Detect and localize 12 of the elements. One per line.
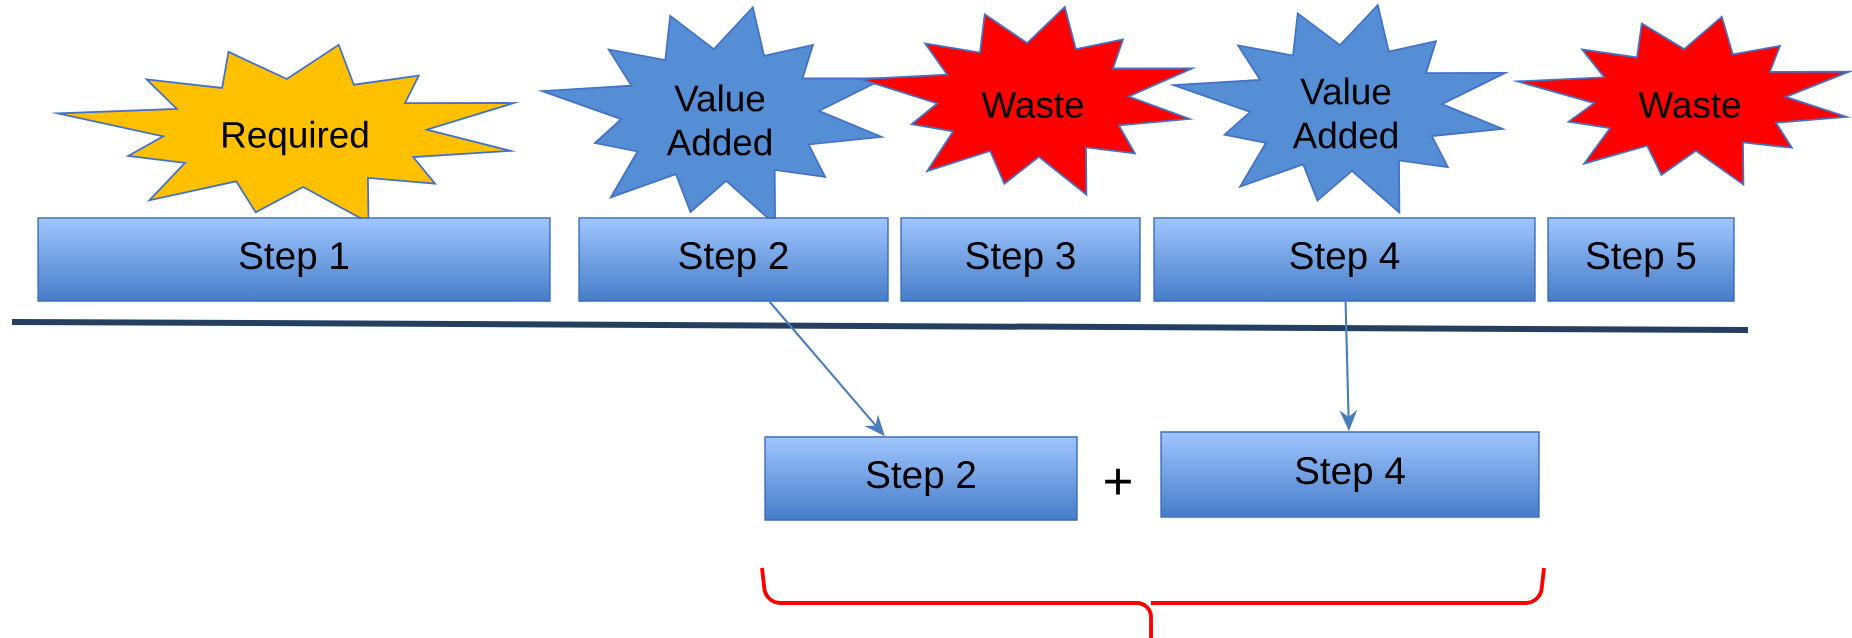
starburst: Waste: [1512, 15, 1852, 187]
step-box: Step 4: [1160, 431, 1540, 518]
starburst: Required: [50, 43, 520, 225]
plus-sign: +: [1105, 468, 1131, 495]
step-box: Step 2: [764, 436, 1078, 521]
step-box: Step 5: [1547, 217, 1735, 302]
starburst: Waste: [855, 5, 1197, 197]
step-box: Step 2: [578, 217, 889, 302]
step-box: Step 3: [900, 217, 1141, 302]
step-box: Step 1: [37, 217, 551, 302]
step-box: Step 4: [1153, 217, 1536, 302]
starburst: Value Added: [1169, 3, 1510, 215]
